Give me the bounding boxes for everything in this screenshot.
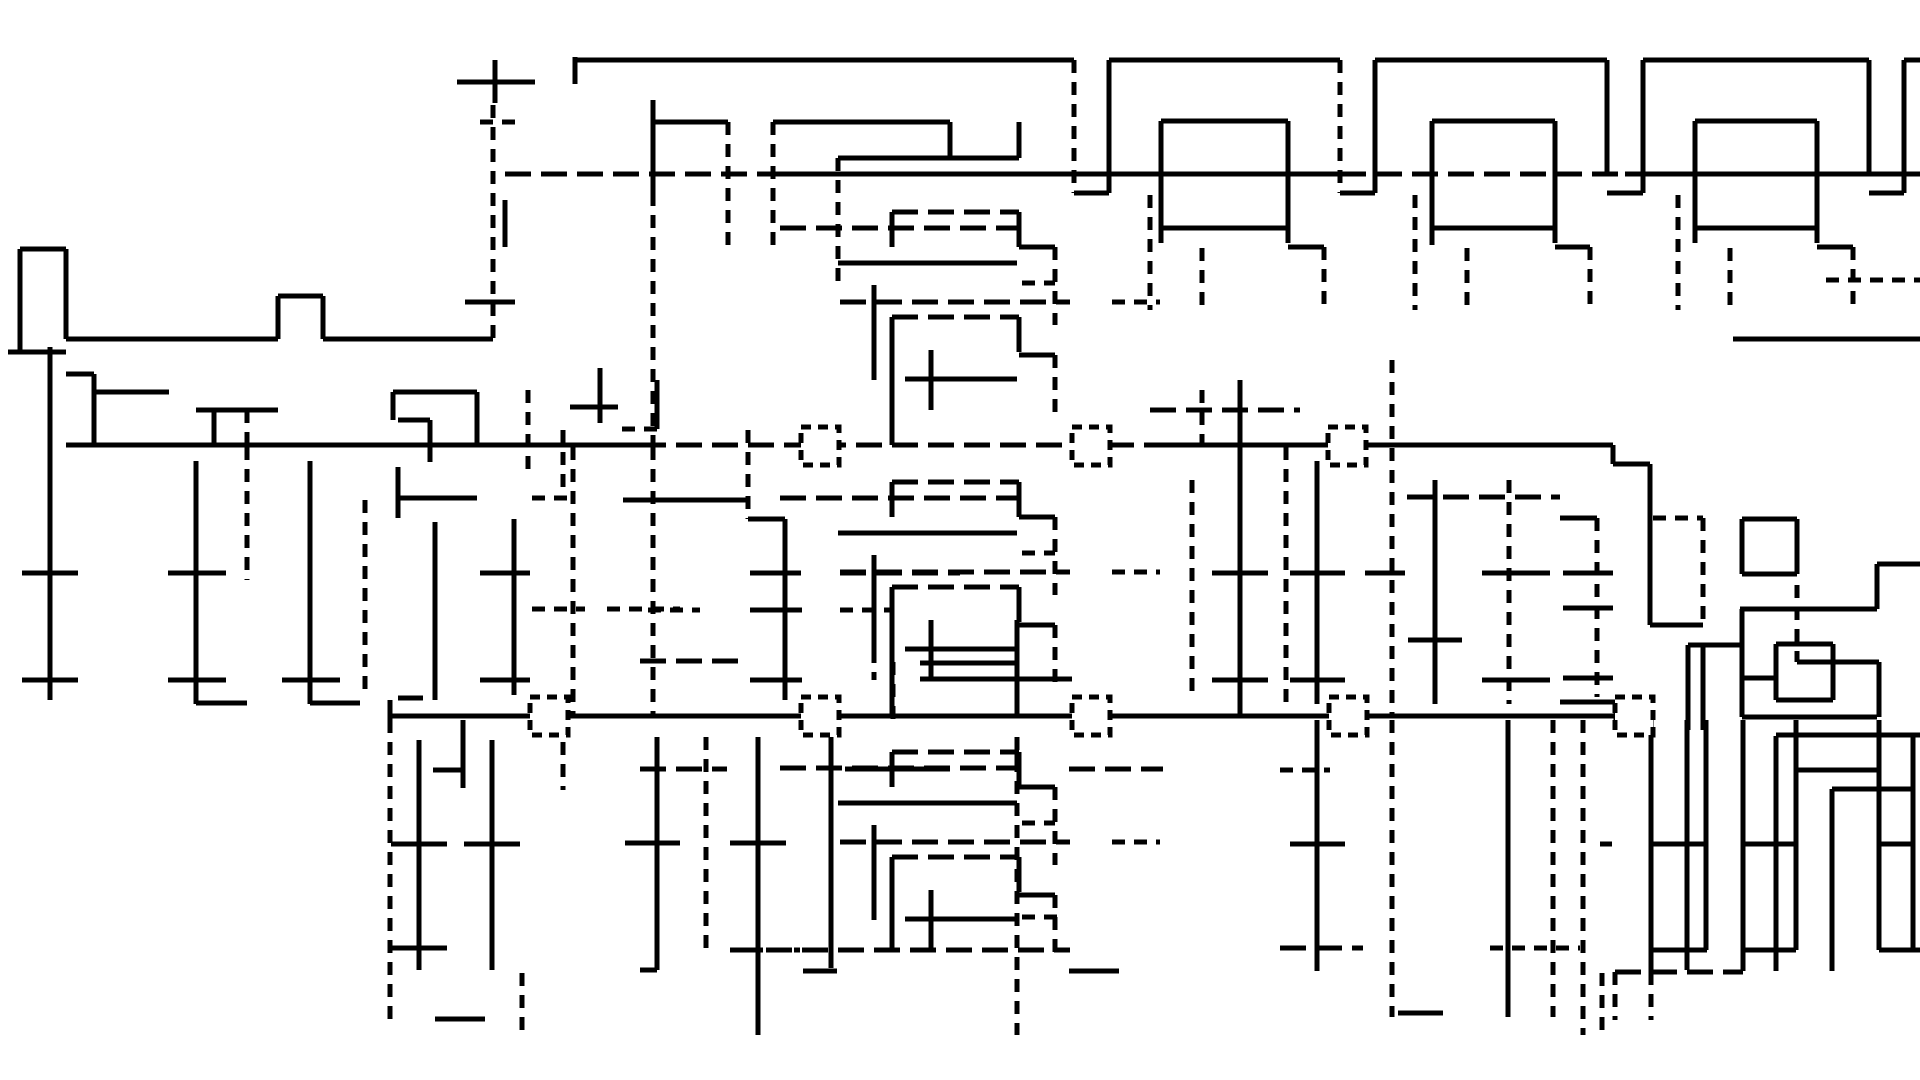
node-square xyxy=(1325,424,1369,468)
node-square xyxy=(798,694,842,738)
node-square xyxy=(1069,694,1113,738)
node-square xyxy=(1612,694,1656,738)
node-square xyxy=(798,424,842,468)
node-square xyxy=(1069,424,1113,468)
node-square xyxy=(527,694,571,738)
node-square xyxy=(1326,694,1370,738)
